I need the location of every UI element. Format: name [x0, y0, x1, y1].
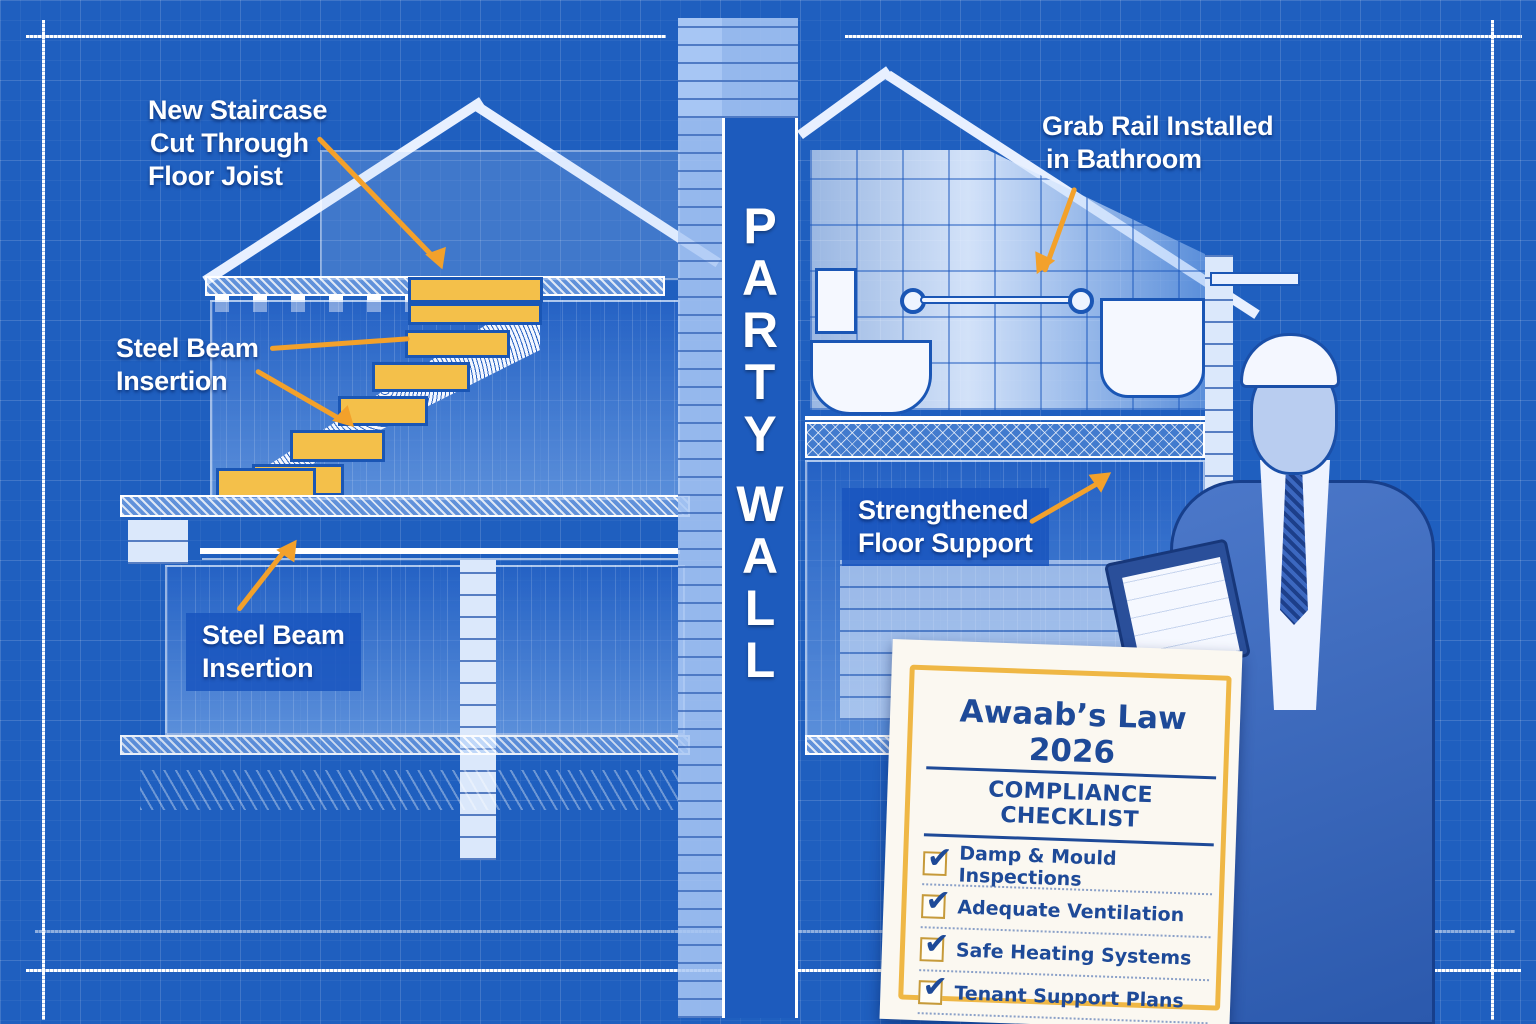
callout-steel-beam-lower: Steel Beam Insertion	[186, 613, 361, 691]
frame-line-left	[42, 20, 45, 1020]
steel-beam	[200, 548, 680, 554]
stair-step	[408, 303, 542, 325]
checklist-subtitle: COMPLIANCE CHECKLIST	[923, 769, 1217, 847]
support-column	[460, 560, 496, 860]
checklist-items: ✔ Damp & Mould Inspections ✔ Adequate Ve…	[917, 840, 1214, 1024]
callout-new-staircase: New Staircase Cut Through Floor Joist	[148, 95, 328, 191]
check-box-icon[interactable]: ✔	[922, 840, 953, 876]
check-box-icon[interactable]: ✔	[918, 969, 948, 1005]
stair-step	[338, 396, 428, 426]
ground-slab	[120, 735, 690, 755]
strengthened-floor	[805, 422, 1205, 458]
grab-rail-mount-right	[1068, 288, 1094, 314]
party-wall: P A R T Y W A L L	[722, 118, 798, 1018]
cistern	[815, 268, 857, 334]
callout-strengthened-floor: Strengthened Floor Support	[842, 488, 1049, 566]
check-mark-icon: ✔	[925, 882, 952, 919]
first-floor-slab	[120, 495, 690, 517]
check-box-icon[interactable]: ✔	[921, 883, 951, 919]
stair-step	[408, 277, 543, 303]
hard-hat	[1240, 333, 1340, 388]
party-wall-chimney	[678, 18, 798, 118]
check-mark-icon: ✔	[923, 925, 950, 962]
foundation-hatch	[140, 770, 680, 810]
frame-line-top-right	[845, 35, 1522, 38]
bathroom-floor-line	[805, 416, 1205, 420]
right-roof-slope-left	[797, 66, 892, 140]
checklist-item-label: Damp & Mould Inspections	[958, 841, 1117, 891]
compliance-checklist-card: Awaab’s Law 2026 COMPLIANCE CHECKLIST ✔ …	[879, 639, 1243, 1024]
party-wall-label: P A R T Y W A L L	[736, 198, 784, 688]
toilet	[810, 340, 932, 415]
bathtub	[1100, 298, 1205, 398]
frame-line-right	[1491, 20, 1494, 1020]
party-wall-bricks-left	[678, 18, 722, 1018]
checklist-item-label: Tenant Support Plans	[954, 981, 1185, 1012]
stair-step	[216, 468, 316, 498]
checklist-title: Awaab’s Law 2026	[926, 692, 1219, 780]
checklist-item-label: Adequate Ventilation	[957, 895, 1185, 926]
floor-edge-brick	[128, 520, 188, 564]
grab-rail	[920, 296, 1080, 304]
attic-wall	[320, 150, 680, 280]
checklist-item-label: Safe Heating Systems	[955, 938, 1192, 970]
check-mark-icon: ✔	[922, 968, 949, 1005]
checklist-item[interactable]: ✔ Tenant Support Plans	[917, 969, 1209, 1024]
inspector-tie	[1280, 475, 1308, 625]
stair-step	[372, 362, 470, 392]
frame-line-top-left	[26, 35, 666, 38]
stair-step	[290, 430, 385, 462]
callout-grab-rail: Grab Rail Installed in Bathroom	[1042, 111, 1274, 174]
callout-steel-beam-upper: Steel Beam Insertion	[116, 333, 259, 396]
eave	[1210, 272, 1300, 286]
check-box-icon[interactable]: ✔	[919, 926, 950, 962]
stair-step	[405, 330, 510, 358]
check-mark-icon: ✔	[926, 839, 953, 876]
